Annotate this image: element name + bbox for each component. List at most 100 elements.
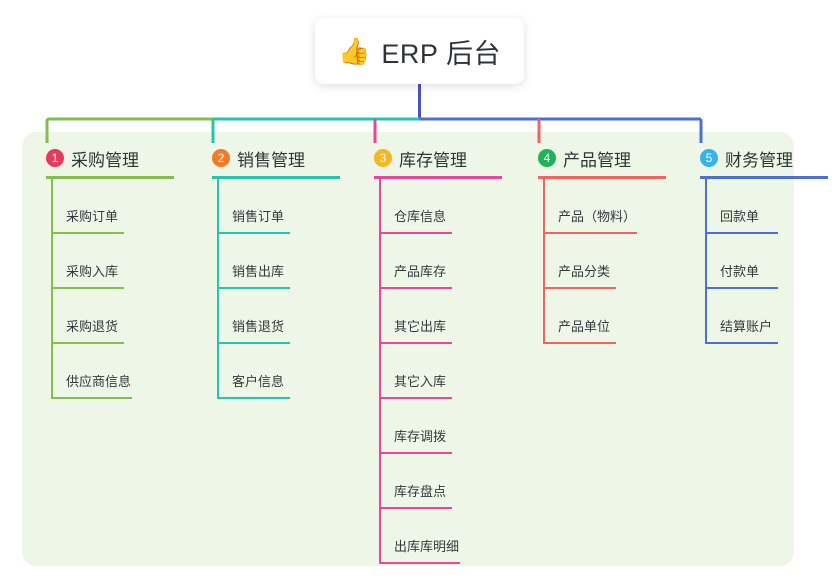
branch-header-4[interactable]: 4 产品管理 — [522, 146, 682, 170]
leaf-item[interactable]: 采购订单 — [52, 179, 190, 234]
leaf-item[interactable]: 其它入库 — [380, 344, 518, 399]
leaf-label: 出库库明细 — [394, 539, 460, 554]
branch-column-1: 1 采购管理采购订单采购入库采购退货供应商信息 — [30, 146, 190, 399]
leaf-label: 采购入库 — [66, 264, 119, 279]
leaf-label: 产品单位 — [558, 319, 611, 334]
leaf-item[interactable]: 销售订单 — [218, 179, 356, 234]
leaf-label: 结算账户 — [720, 319, 773, 334]
leaf-item[interactable]: 库存盘点 — [380, 454, 518, 509]
leaf-label: 库存盘点 — [394, 484, 447, 499]
branch-column-3: 3 库存管理仓库信息产品库存其它出库其它入库库存调拨库存盘点出库库明细 — [358, 146, 518, 564]
leaf-underline — [706, 287, 778, 289]
leaf-label: 产品库存 — [394, 264, 447, 279]
leaf-list: 仓库信息产品库存其它出库其它入库库存调拨库存盘点出库库明细 — [358, 179, 518, 564]
leaf-item[interactable]: 出库库明细 — [380, 509, 518, 564]
leaf-list: 销售订单销售出库销售退货客户信息 — [196, 179, 356, 399]
branch-header-3[interactable]: 3 库存管理 — [358, 146, 518, 170]
leaf-underline — [380, 507, 452, 509]
branch-number-badge: 4 — [538, 149, 556, 167]
branch-underline — [212, 176, 340, 179]
leaf-underline — [706, 342, 778, 344]
leaf-item[interactable]: 回款单 — [706, 179, 839, 234]
branches-panel — [22, 132, 794, 566]
leaf-underline — [52, 342, 124, 344]
thumbs-up-icon: 👍 — [338, 36, 371, 66]
leaf-list: 采购订单采购入库采购退货供应商信息 — [30, 179, 190, 399]
leaf-item[interactable]: 产品（物料） — [544, 179, 682, 234]
branch-underline — [538, 176, 666, 179]
branch-spine — [705, 179, 707, 344]
branch-number-badge: 2 — [212, 149, 230, 167]
branch-title: 销售管理 — [237, 150, 305, 170]
leaf-label: 回款单 — [720, 209, 760, 224]
branch-column-2: 2 销售管理销售订单销售出库销售退货客户信息 — [196, 146, 356, 399]
leaf-item[interactable]: 产品单位 — [544, 289, 682, 344]
leaf-underline — [380, 397, 452, 399]
branch-column-4: 4 产品管理产品（物料） 产品分类产品单位 — [522, 146, 682, 344]
branch-spine — [543, 179, 545, 344]
leaf-label: 供应商信息 — [66, 374, 132, 389]
leaf-label: 销售订单 — [232, 209, 285, 224]
leaf-item[interactable]: 供应商信息 — [52, 344, 190, 399]
leaf-label: 其它出库 — [394, 319, 447, 334]
leaf-item[interactable]: 产品分类 — [544, 234, 682, 289]
branch-header-2[interactable]: 2 销售管理 — [196, 146, 356, 170]
leaf-label: 销售出库 — [232, 264, 285, 279]
branch-title: 财务管理 — [725, 150, 793, 170]
branch-underline — [374, 176, 502, 179]
branch-title: 产品管理 — [563, 150, 631, 170]
leaf-list: 产品（物料） 产品分类产品单位 — [522, 179, 682, 344]
leaf-label: 采购订单 — [66, 209, 119, 224]
leaf-underline — [380, 562, 460, 564]
leaf-underline — [218, 287, 290, 289]
branch-title: 采购管理 — [71, 150, 139, 170]
leaf-underline — [706, 232, 778, 234]
leaf-label: 销售退货 — [232, 319, 285, 334]
leaf-underline — [218, 397, 290, 399]
branch-spine — [51, 179, 53, 399]
leaf-underline — [218, 342, 290, 344]
branch-header-1[interactable]: 1 采购管理 — [30, 146, 190, 170]
leaf-underline — [544, 232, 638, 234]
leaf-underline — [544, 342, 616, 344]
leaf-label: 产品分类 — [558, 264, 611, 279]
branch-spine — [379, 179, 381, 564]
root-title: ERP 后台 — [381, 38, 501, 69]
leaf-item[interactable]: 产品库存 — [380, 234, 518, 289]
leaf-underline — [380, 342, 452, 344]
branch-number-badge: 1 — [46, 149, 64, 167]
leaf-underline — [52, 232, 124, 234]
leaf-item[interactable]: 付款单 — [706, 234, 839, 289]
branch-underline — [700, 176, 828, 179]
leaf-item[interactable]: 结算账户 — [706, 289, 839, 344]
leaf-label: 采购退货 — [66, 319, 119, 334]
leaf-label: 其它入库 — [394, 374, 447, 389]
leaf-item[interactable]: 销售退货 — [218, 289, 356, 344]
leaf-label: 产品（物料） — [558, 209, 637, 224]
root-node[interactable]: 👍 ERP 后台 — [315, 18, 524, 84]
leaf-underline — [380, 452, 452, 454]
leaf-underline — [52, 397, 132, 399]
leaf-item[interactable]: 其它出库 — [380, 289, 518, 344]
branch-number-badge: 3 — [374, 149, 392, 167]
leaf-label: 库存调拨 — [394, 429, 447, 444]
leaf-label: 客户信息 — [232, 374, 285, 389]
branch-underline — [46, 176, 174, 179]
leaf-label: 付款单 — [720, 264, 760, 279]
leaf-list: 回款单付款单结算账户 — [684, 179, 839, 344]
leaf-label: 仓库信息 — [394, 209, 447, 224]
leaf-item[interactable]: 客户信息 — [218, 344, 356, 399]
leaf-item[interactable]: 销售出库 — [218, 234, 356, 289]
leaf-item[interactable]: 仓库信息 — [380, 179, 518, 234]
branch-title: 库存管理 — [399, 150, 467, 170]
leaf-item[interactable]: 采购入库 — [52, 234, 190, 289]
branch-spine — [217, 179, 219, 399]
leaf-underline — [52, 287, 124, 289]
leaf-item[interactable]: 采购退货 — [52, 289, 190, 344]
leaf-underline — [380, 232, 452, 234]
leaf-item[interactable]: 库存调拨 — [380, 399, 518, 454]
leaf-underline — [380, 287, 452, 289]
